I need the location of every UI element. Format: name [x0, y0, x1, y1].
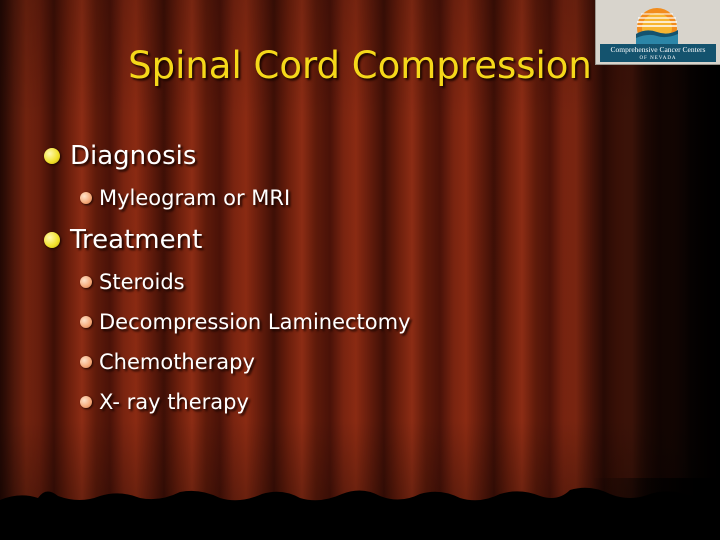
sunrise-logo-icon	[636, 8, 678, 44]
bullet-label: Diagnosis	[70, 141, 197, 171]
bullet-diagnosis: Diagnosis	[44, 134, 411, 178]
bullet-icon	[44, 148, 60, 164]
sub-bullet-icon	[80, 316, 92, 328]
sub-bullet-xray: X- ray therapy	[44, 382, 411, 422]
sub-bullet-label: X- ray therapy	[99, 390, 249, 414]
bullet-icon	[44, 232, 60, 248]
sub-bullet-laminectomy: Decompression Laminectomy	[44, 302, 411, 342]
bullet-treatment: Treatment	[44, 218, 411, 262]
sub-bullet-label: Decompression Laminectomy	[99, 310, 411, 334]
slide-title: Spinal Cord Compression	[128, 44, 592, 87]
logo-subtitle: OF NEVADA	[639, 56, 677, 61]
sub-bullet-label: Steroids	[99, 270, 185, 294]
logo-name: Comprehensive Cancer Centers	[610, 45, 706, 54]
sub-bullet-icon	[80, 276, 92, 288]
sub-bullet-chemotherapy: Chemotherapy	[44, 342, 411, 382]
logo-band: Comprehensive Cancer Centers OF NEVADA	[600, 44, 716, 62]
sub-bullet-icon	[80, 396, 92, 408]
logo: Comprehensive Cancer Centers OF NEVADA	[595, 0, 720, 65]
sub-bullet-myleogram: Myleogram or MRI	[44, 178, 411, 218]
bullet-label: Treatment	[70, 225, 203, 255]
bullet-list: Diagnosis Myleogram or MRI Treatment Ste…	[44, 134, 411, 422]
sub-bullet-label: Myleogram or MRI	[99, 186, 291, 210]
sub-bullet-label: Chemotherapy	[99, 350, 255, 374]
sub-bullet-icon	[80, 192, 92, 204]
sub-bullet-icon	[80, 356, 92, 368]
curtain-hem-decoration	[0, 478, 720, 540]
sub-bullet-steroids: Steroids	[44, 262, 411, 302]
